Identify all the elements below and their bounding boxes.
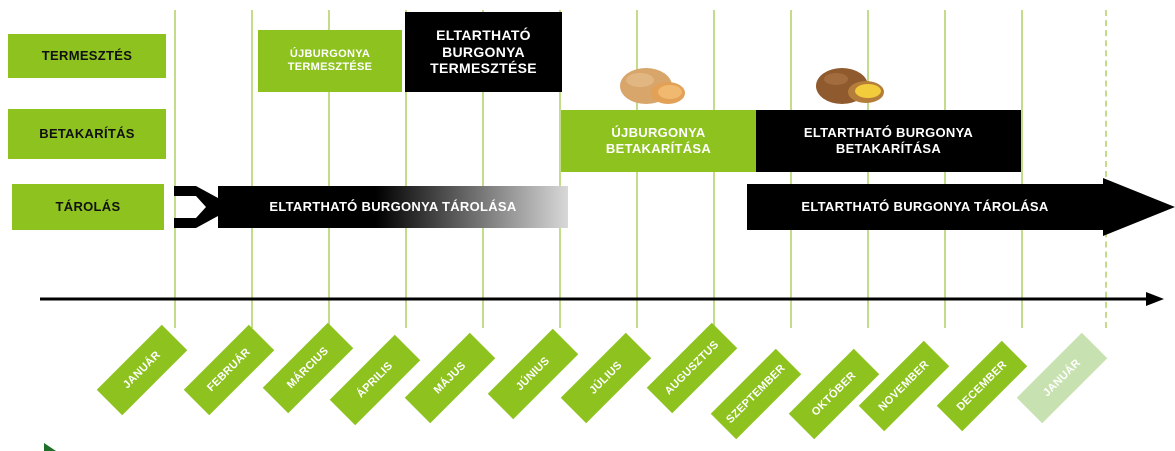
storable-potato-icon xyxy=(816,68,884,104)
storage-end-arrowhead xyxy=(1103,178,1175,236)
timeline-arrowhead xyxy=(1146,292,1164,306)
month-divider xyxy=(482,10,484,328)
row-label-storage: TÁROLÁS xyxy=(12,184,164,230)
corner-triangle-icon xyxy=(44,443,56,451)
month-divider xyxy=(174,10,176,328)
bar-storage-first-half: ELTARTHATÓ BURGONYA TÁROLÁSA xyxy=(218,186,568,228)
row-label-cultivation: TERMESZTÉS xyxy=(8,34,166,78)
bar-storable-potato-harvest: ELTARTHATÓ BURGONYA BETAKARÍTÁSA xyxy=(756,110,1021,172)
row-label-harvest: BETAKARÍTÁS xyxy=(8,109,166,159)
month-divider xyxy=(1021,10,1023,328)
month-divider xyxy=(251,10,253,328)
month-divider xyxy=(405,10,407,328)
storage-start-arrow xyxy=(174,186,218,228)
bar-new-potato-cultivation: ÚJBURGONYA TERMESZTÉSE xyxy=(258,30,402,92)
month-divider-dashed xyxy=(1105,10,1107,328)
bar-storage-second-half: ELTARTHATÓ BURGONYA TÁROLÁSA xyxy=(747,184,1103,230)
month-divider xyxy=(559,10,561,328)
month-divider xyxy=(328,10,330,328)
bar-storable-potato-cultivation: ELTARTHATÓ BURGONYA TERMESZTÉSE xyxy=(405,12,562,92)
bar-new-potato-harvest: ÚJBURGONYA BETAKARÍTÁSA xyxy=(561,110,756,172)
new-potato-icon xyxy=(620,68,685,104)
